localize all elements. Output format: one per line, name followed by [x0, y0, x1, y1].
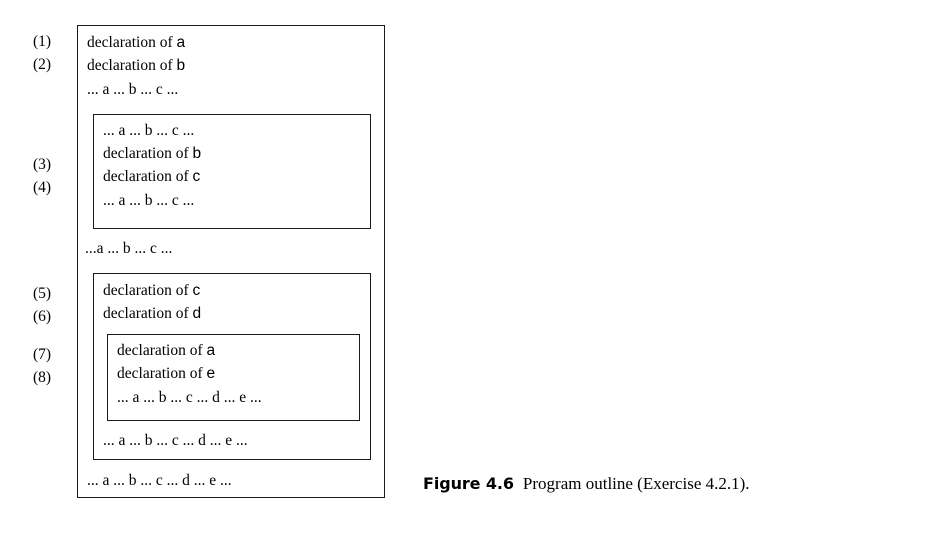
code-line-declaration-a: declaration of a — [87, 31, 185, 54]
code-line-usage-6: ... a ... b ... c ... d ... e ... — [87, 472, 232, 489]
inner-scope-box-2: declaration of c declaration of d declar… — [93, 273, 371, 460]
identifier-a-2: a — [206, 342, 216, 359]
declaration-keyword-5: declaration of — [103, 282, 193, 299]
code-line-declaration-a2: declaration of a — [117, 339, 215, 362]
line-number-7: (7) — [33, 346, 52, 363]
code-line-usage-3: ...a ... b ... c ... — [85, 240, 173, 257]
code-line-usage-2b: ... a ... b ... c ... — [103, 192, 195, 209]
identifier-b-2: b — [192, 145, 202, 162]
outer-scope-box: declaration of a declaration of b ... a … — [77, 25, 385, 498]
inner-scope-box-1: ... a ... b ... c ... declaration of b d… — [93, 114, 371, 229]
declaration-keyword-7: declaration of — [117, 342, 207, 359]
declaration-keyword-1: declaration of — [87, 34, 177, 51]
identifier-d-1: d — [192, 305, 202, 322]
line-number-6: (6) — [33, 308, 52, 325]
code-line-declaration-d: declaration of d — [103, 302, 201, 325]
line-number-3: (3) — [33, 156, 52, 173]
declaration-keyword-3: declaration of — [103, 145, 193, 162]
figure-caption: Figure 4.6 Program outline (Exercise 4.2.… — [423, 473, 750, 496]
identifier-a-1: a — [176, 34, 186, 51]
code-line-declaration-c1: declaration of c — [103, 165, 200, 188]
identifier-c-1: c — [192, 168, 201, 185]
code-line-declaration-c2: declaration of c — [103, 279, 200, 302]
code-line-declaration-b2: declaration of b — [103, 142, 201, 165]
figure-caption-label: Figure 4.6 — [423, 474, 514, 493]
line-number-4: (4) — [33, 179, 52, 196]
code-line-usage-1: ... a ... b ... c ... — [87, 81, 179, 98]
figure-caption-text: Program outline (Exercise 4.2.1). — [522, 474, 750, 493]
line-number-8: (8) — [33, 369, 52, 386]
identifier-e-1: e — [206, 365, 216, 382]
declaration-keyword-4: declaration of — [103, 168, 193, 185]
code-line-declaration-e: declaration of e — [117, 362, 215, 385]
figure-program-outline: (1) (2) (3) (4) (5) (6) (7) (8) declarat… — [33, 25, 385, 498]
identifier-c-2: c — [192, 282, 201, 299]
line-number-5: (5) — [33, 285, 52, 302]
line-number-1: (1) — [33, 33, 52, 50]
line-number-2: (2) — [33, 56, 52, 73]
code-line-declaration-b: declaration of b — [87, 54, 185, 77]
line-number-gutter: (1) (2) (3) (4) (5) (6) (7) (8) — [33, 25, 77, 498]
identifier-b-1: b — [176, 57, 186, 74]
declaration-keyword-2: declaration of — [87, 57, 177, 74]
code-line-usage-4: ... a ... b ... c ... d ... e ... — [117, 389, 262, 406]
declaration-keyword-8: declaration of — [117, 365, 207, 382]
declaration-keyword-6: declaration of — [103, 305, 193, 322]
code-line-usage-2a: ... a ... b ... c ... — [103, 122, 195, 139]
inner-scope-box-3: declaration of a declaration of e ... a … — [107, 334, 360, 421]
code-line-usage-5: ... a ... b ... c ... d ... e ... — [103, 432, 248, 449]
